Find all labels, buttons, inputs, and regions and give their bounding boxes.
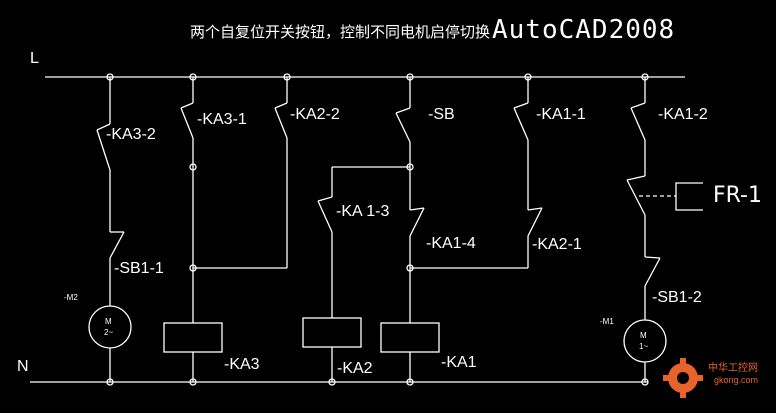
- label-ka1-4: -KA1-4: [426, 235, 476, 252]
- motor-m1-symbol: [623, 319, 667, 363]
- branch-m1: [623, 77, 703, 382]
- label-ka1-2: -KA1-2: [658, 106, 708, 123]
- gear-logo-icon: [663, 358, 703, 398]
- title-chinese: 两个自复位开关按钮，控制不同电机启停切换: [190, 23, 490, 41]
- motor-m2-symbol: [88, 305, 132, 349]
- label-sb: -SB: [428, 106, 455, 123]
- motor-m2-phase: 2~: [104, 328, 113, 337]
- label-ka3-1: -KA3-1: [197, 111, 247, 128]
- branch-ka2-ka1: [302, 77, 440, 382]
- label-ka1-1: -KA1-1: [536, 106, 586, 123]
- label-sb1-1: -SB1-1: [114, 260, 164, 277]
- rail-label-neutral: N: [17, 358, 29, 375]
- label-ka1: -KA1: [441, 354, 477, 371]
- label-ka3: -KA3: [224, 356, 260, 373]
- coil-ka3: [163, 322, 223, 353]
- watermark: 中华工控网 gkong.com: [663, 358, 758, 398]
- branch-ka3: [163, 77, 288, 382]
- branch-ka1-1: [410, 77, 543, 269]
- label-sb1-2: -SB1-2: [652, 289, 702, 306]
- label-ka2-1: -KA2-1: [532, 236, 582, 253]
- junction-nodes: [106, 73, 649, 386]
- motor-m2-name: M: [105, 317, 112, 326]
- coil-ka1: [380, 322, 440, 353]
- label-fr-1: FR-1: [713, 183, 762, 208]
- rail-label-line: L: [30, 50, 39, 67]
- label-motor-m2-tag: -M2: [64, 293, 78, 302]
- label-ka3-2: -KA3-2: [106, 126, 156, 143]
- title-software: AutoCAD2008: [492, 15, 675, 45]
- label-ka2-2: -KA2-2: [290, 106, 340, 123]
- branch-m2: [88, 77, 132, 382]
- watermark-en: gkong.com: [714, 375, 758, 385]
- label-motor-m1-tag: -M1: [600, 317, 614, 326]
- coil-ka2: [302, 317, 362, 348]
- label-ka2: -KA2: [337, 360, 373, 377]
- motor-m1-name: M: [640, 331, 647, 340]
- label-ka1-3: -KA 1-3: [336, 203, 389, 220]
- motor-m1-phase: 1~: [639, 342, 648, 351]
- watermark-cn: 中华工控网: [708, 361, 758, 374]
